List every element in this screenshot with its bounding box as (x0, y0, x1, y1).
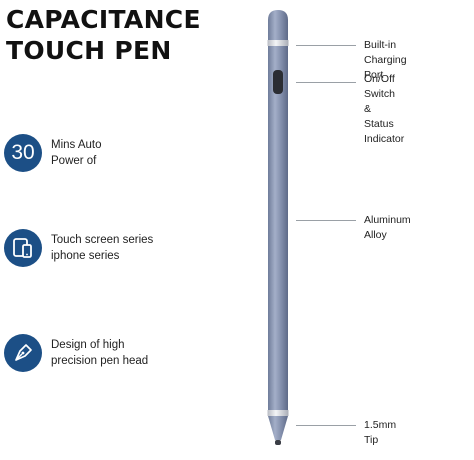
callout-label-line-1: Built-in Charging Port (364, 39, 407, 81)
feature-line-1: Touch screen series (51, 234, 154, 246)
title-line-1: CAPACITANCE (6, 5, 201, 34)
callout-line (296, 220, 356, 221)
tip-ring (267, 410, 289, 416)
callout-label: On/Off Switch & Status Indicator (364, 72, 404, 147)
pen-tip (268, 416, 288, 440)
feature-text: Mins Auto Power of (51, 137, 102, 169)
feature-auto-power-off: 30 Mins Auto Power of (4, 134, 102, 172)
callout-label: 1.5mm Tip (364, 418, 396, 448)
feature-line-2: iphone series (51, 250, 120, 262)
feature-compatibility: Touch screen series iphone series (4, 229, 153, 267)
callout-label-line-2: Status Indicator (364, 118, 405, 145)
feature-line-1: Design of high (51, 339, 125, 351)
pen-body (268, 46, 288, 410)
page-title: CAPACITANCE TOUCH PEN (6, 4, 201, 66)
feature-precision-head: Design of high precision pen head (4, 334, 148, 372)
pen-cap (268, 10, 288, 40)
callout-label: Built-in Charging Port (364, 38, 407, 83)
tablet-phone-icon (4, 229, 42, 267)
callout-label: Aluminum Alloy (364, 213, 411, 243)
feature-line-2: Power of (51, 155, 97, 167)
feature-line-2: precision pen head (51, 355, 149, 367)
callout-line (296, 82, 356, 83)
callout-label-line-1: On/Off Switch & (364, 73, 395, 115)
feature-text: Design of high precision pen head (51, 337, 148, 369)
power-switch (273, 70, 283, 94)
callout-line (296, 45, 356, 46)
badge-number: 30 (11, 141, 35, 164)
tip-nib (275, 440, 281, 445)
charging-port-ring (267, 40, 289, 46)
feature-text: Touch screen series iphone series (51, 232, 153, 264)
callout-label-line-1: Aluminum Alloy (364, 214, 411, 241)
pen-nib-icon (4, 334, 42, 372)
callout-label-line-1: 1.5mm Tip (364, 419, 397, 446)
feature-line-1: Mins Auto (51, 139, 102, 151)
callout-line (296, 425, 356, 426)
title-line-2: TOUCH PEN (6, 36, 172, 65)
auto-power-off-icon: 30 (4, 134, 42, 172)
